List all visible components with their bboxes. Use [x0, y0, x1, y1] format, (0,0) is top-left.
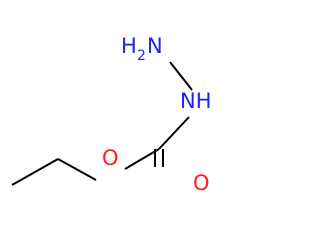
- bond-ester-oxygen-carbon: [124, 148, 160, 170]
- atom-labels: H 2 N NH O O: [102, 34, 212, 195]
- bond-imine-amine-nitrogen: [169, 61, 193, 91]
- structure-svg: H 2 N NH O O: [11, 34, 212, 195]
- atom-carbonyl-oxygen: O: [193, 171, 210, 195]
- atom-amine-n: N: [147, 34, 163, 58]
- molecule-diagram: H 2 N NH O O: [11, 34, 212, 195]
- bond-methylene-ester-oxygen: [57, 158, 97, 181]
- atom-amine-subscript: 2: [137, 48, 146, 64]
- bond-methyl-methylene: [11, 158, 59, 186]
- bonds: [11, 61, 193, 186]
- bond-carbon-imine-nitrogen: [158, 116, 190, 150]
- atom-amine-h: H: [121, 34, 137, 58]
- atom-imine-nh: NH: [180, 89, 212, 113]
- atom-ester-oxygen: O: [102, 146, 119, 170]
